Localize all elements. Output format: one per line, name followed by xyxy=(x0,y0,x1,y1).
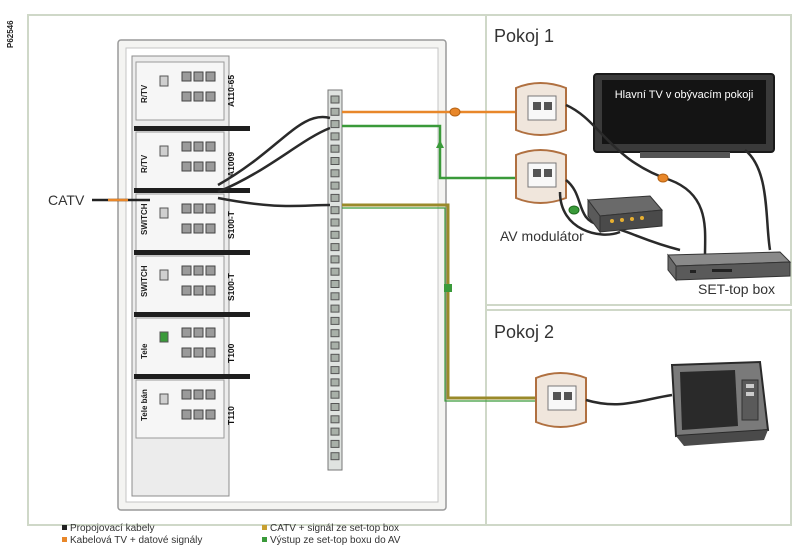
patch-port xyxy=(330,415,340,424)
module-row: SWITCH S100-T xyxy=(134,250,250,315)
patch-port xyxy=(330,292,340,301)
olive-cable-room2 xyxy=(342,203,545,400)
module-code-label: T110 xyxy=(226,406,236,425)
av-cable-connector xyxy=(568,205,580,215)
patch-port xyxy=(330,243,340,252)
patch-port xyxy=(330,132,340,141)
green-arrow xyxy=(436,140,444,148)
patch-port xyxy=(330,120,340,129)
room1-title: Pokoj 1 xyxy=(494,26,554,46)
legend-item-3: Kabelová TV + datové signály xyxy=(70,535,202,546)
patch-port xyxy=(330,366,340,375)
module-code-label: S100-T xyxy=(226,210,236,239)
patch-cable-1 xyxy=(217,115,331,187)
patch-port xyxy=(330,427,340,436)
image-code: P62546 xyxy=(6,20,15,48)
patch-port xyxy=(330,280,340,288)
module-side-label: Tele bán xyxy=(140,389,149,421)
patch-ports xyxy=(330,95,340,461)
olive-cable-marker xyxy=(444,284,452,292)
patch-port xyxy=(330,206,340,215)
green-cable-room1 xyxy=(342,124,520,180)
av-cable-2 xyxy=(558,191,621,236)
legend-item-2: CATV + signál ze set-top box xyxy=(270,523,399,534)
tv-cable-main xyxy=(565,103,707,256)
tv-to-settop-cable xyxy=(744,149,772,251)
module-code-label: T100 xyxy=(226,343,236,363)
patch-port xyxy=(330,390,340,399)
legend-item-1: Propojovací kabely xyxy=(70,523,155,534)
patch-port xyxy=(330,329,340,338)
patch-port xyxy=(330,316,340,325)
patch-port xyxy=(330,107,340,116)
catv-label: CATV xyxy=(48,192,85,208)
room2-tv xyxy=(670,360,770,446)
patch-port xyxy=(330,230,340,239)
module-side-label: SWITCH xyxy=(140,265,149,297)
wall-outlet-room1-a xyxy=(515,82,567,136)
patch-port xyxy=(330,353,340,362)
room1-panel xyxy=(485,14,792,306)
settop-box-label: SET-top box xyxy=(698,281,775,297)
patch-port xyxy=(330,157,340,165)
patch-port xyxy=(330,255,340,264)
patch-port xyxy=(330,341,340,350)
av-modulator-device xyxy=(587,195,664,234)
av-modulator-label: AV modulátor xyxy=(500,228,584,244)
module-side-label: Tele xyxy=(140,343,149,359)
main-tv: Hlavní TV v obývacím pokoji xyxy=(593,73,775,158)
legend-swatch-green xyxy=(262,537,267,542)
patch-port xyxy=(330,304,340,313)
legend-swatch-black xyxy=(62,525,67,530)
legend-swatch-olive xyxy=(262,525,267,530)
module-side-label: R/TV xyxy=(140,84,149,103)
module-row: R/TV A1009 xyxy=(134,126,250,191)
wall-outlet-room1-b xyxy=(515,149,567,204)
patch-cable-3 xyxy=(217,196,331,208)
module-row: Tele T100 xyxy=(134,312,250,377)
module-row: SWITCH S100-T xyxy=(134,188,250,253)
room2-title: Pokoj 2 xyxy=(494,322,554,342)
module-code-label: S100-T xyxy=(226,272,236,301)
module-code-label: A110-65 xyxy=(226,75,236,107)
wall-outlet-room2 xyxy=(535,372,587,428)
patch-port xyxy=(330,181,340,190)
orange-cable-connector xyxy=(449,107,461,117)
patch-port xyxy=(330,378,340,387)
room2-panel xyxy=(485,309,792,526)
patch-port xyxy=(330,439,340,448)
patch-port xyxy=(330,95,340,104)
patch-port xyxy=(330,169,340,178)
patch-cable-2 xyxy=(217,126,331,194)
patch-port xyxy=(330,403,340,411)
legend: Propojovací kabely Kabelová TV + datové … xyxy=(62,523,401,546)
settop-box-device xyxy=(667,251,792,282)
legend-item-4: Výstup ze set-top boxu do AV xyxy=(270,535,401,546)
room2-tv-cable xyxy=(585,393,673,406)
patch-port xyxy=(330,452,340,461)
tv-cable-connector xyxy=(657,173,669,183)
module-code-label: A1009 xyxy=(226,152,236,177)
patch-port xyxy=(330,193,340,202)
patch-port xyxy=(330,218,340,227)
module-row: R/TV A110-65 xyxy=(135,61,236,121)
olive-cable-room2-green xyxy=(342,207,545,402)
tv-caption: Hlavní TV v obývacím pokoji xyxy=(614,89,754,101)
patch-port xyxy=(330,267,340,276)
module-side-label: SWITCH xyxy=(140,203,149,235)
legend-swatch-orange xyxy=(62,537,67,542)
module-side-label: R/TV xyxy=(140,154,149,173)
patch-port xyxy=(330,144,340,153)
